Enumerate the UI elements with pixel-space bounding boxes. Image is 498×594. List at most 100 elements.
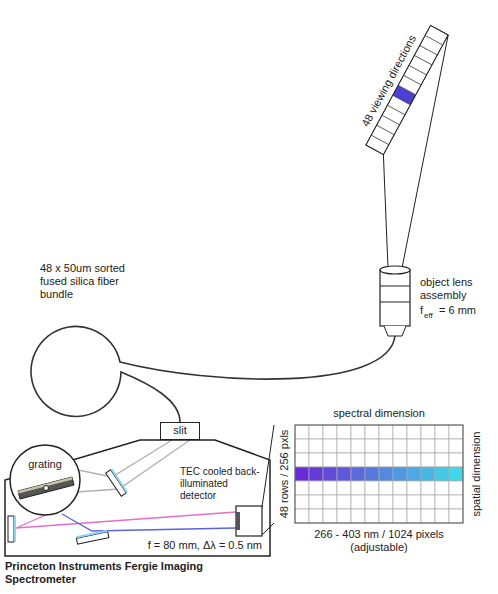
pixel-cell — [407, 467, 421, 481]
pixel-cell — [337, 439, 351, 453]
pixel-cell — [435, 467, 449, 481]
pixel-cell — [309, 509, 323, 523]
pixel-cell — [421, 481, 435, 495]
lens-band — [380, 286, 410, 287]
pixel-cell — [337, 467, 351, 481]
pixel-cell — [393, 495, 407, 509]
lens-top — [380, 266, 410, 274]
pixel-cell — [365, 495, 379, 509]
pixel-cell — [421, 425, 435, 439]
instrument-name: Princeton Instruments Fergie Imaging Spe… — [5, 560, 215, 586]
grating-label: grating — [10, 458, 80, 471]
pixel-cell — [323, 481, 337, 495]
pixel-cell — [449, 481, 463, 495]
pixel-cell — [393, 453, 407, 467]
light-ray — [77, 440, 190, 492]
light-ray — [78, 440, 172, 477]
inset-circle — [10, 445, 80, 515]
pixel-cell — [295, 481, 309, 495]
pixel-cell — [435, 439, 449, 453]
pixel-cell — [337, 495, 351, 509]
slit-label: slit — [173, 424, 186, 438]
pixel-cell — [421, 495, 435, 509]
lens-band — [380, 302, 410, 303]
focal-symbol: f — [420, 304, 423, 317]
pixel-cell — [379, 439, 393, 453]
pixel-cell — [449, 453, 463, 467]
collimating-mirror — [106, 469, 128, 497]
axis-label: spatial dimension — [470, 432, 483, 517]
lens-ferrule — [384, 326, 406, 336]
zoom-line — [262, 523, 274, 535]
pivot — [44, 486, 49, 491]
zoom-line — [262, 425, 274, 507]
pixel-cell — [407, 425, 421, 439]
housing-outline — [5, 440, 270, 556]
pixel-cell — [309, 467, 323, 481]
fold-mirror — [8, 516, 14, 542]
pixel-cell — [323, 453, 337, 467]
focusing-mirror — [76, 530, 109, 544]
pixel-cell — [365, 453, 379, 467]
grating-plate — [18, 477, 74, 499]
pixel-cell — [435, 509, 449, 523]
pixel-cell — [407, 509, 421, 523]
grating-inset-outline — [10, 445, 80, 515]
pixel-cell — [421, 453, 435, 467]
pixel-cell — [365, 467, 379, 481]
pixel-cell — [379, 509, 393, 523]
fiber-label: 48 x 50um sorted fused silica fiber bund… — [40, 262, 152, 301]
view-ray — [402, 35, 448, 268]
pixel-cell — [435, 481, 449, 495]
pixel-cell — [393, 509, 407, 523]
pixel-cell — [449, 439, 463, 453]
pixel-cell — [435, 453, 449, 467]
pixel-cell — [407, 439, 421, 453]
detector — [236, 506, 262, 536]
pixel-cell — [323, 509, 337, 523]
pixel-cell — [365, 481, 379, 495]
pixel-cell — [295, 509, 309, 523]
grating-inset: grating — [10, 445, 80, 515]
lens-body — [380, 270, 410, 326]
pixel-cell — [295, 453, 309, 467]
pixel-cell — [351, 481, 365, 495]
light-ray — [62, 514, 236, 531]
grating-surface — [18, 477, 73, 494]
pixel-cell — [449, 425, 463, 439]
pixel-cell — [393, 425, 407, 439]
pixel-cell — [323, 425, 337, 439]
axis-label: 48 rows / 256 pxls — [278, 430, 291, 519]
pixel-cell — [323, 495, 337, 509]
mirror-face — [76, 530, 108, 539]
view-ray — [383, 155, 388, 268]
pixel-cell — [379, 453, 393, 467]
pixel-cell — [337, 481, 351, 495]
grid-outline — [295, 425, 463, 523]
pixel-cell — [309, 439, 323, 453]
pixel-cell — [295, 425, 309, 439]
focal-subscript: eff — [424, 311, 433, 320]
pixel-cell — [351, 425, 365, 439]
pixel-cell — [295, 439, 309, 453]
pixel-cell — [421, 467, 435, 481]
pixel-cell — [421, 439, 435, 453]
pixel-cell — [393, 481, 407, 495]
pixel-cell — [379, 425, 393, 439]
spectrometer-housing: TEC cooled back-illuminated detectorf = … — [5, 440, 270, 556]
pixel-cell — [393, 467, 407, 481]
pixel-cell — [337, 425, 351, 439]
pixel-cell — [295, 495, 309, 509]
pixel-cell — [351, 439, 365, 453]
pixel-cell — [351, 467, 365, 481]
pixel-cell — [407, 453, 421, 467]
pixel-cell — [295, 467, 309, 481]
focal-value: = 6 mm — [439, 304, 476, 317]
pixel-cell — [379, 467, 393, 481]
pixel-cell — [435, 495, 449, 509]
pixel-cell — [449, 509, 463, 523]
pixel-cell — [435, 425, 449, 439]
detector-grid — [295, 425, 463, 523]
detector-label: TEC cooled back-illuminated detector — [180, 466, 265, 501]
pixel-cell — [351, 453, 365, 467]
